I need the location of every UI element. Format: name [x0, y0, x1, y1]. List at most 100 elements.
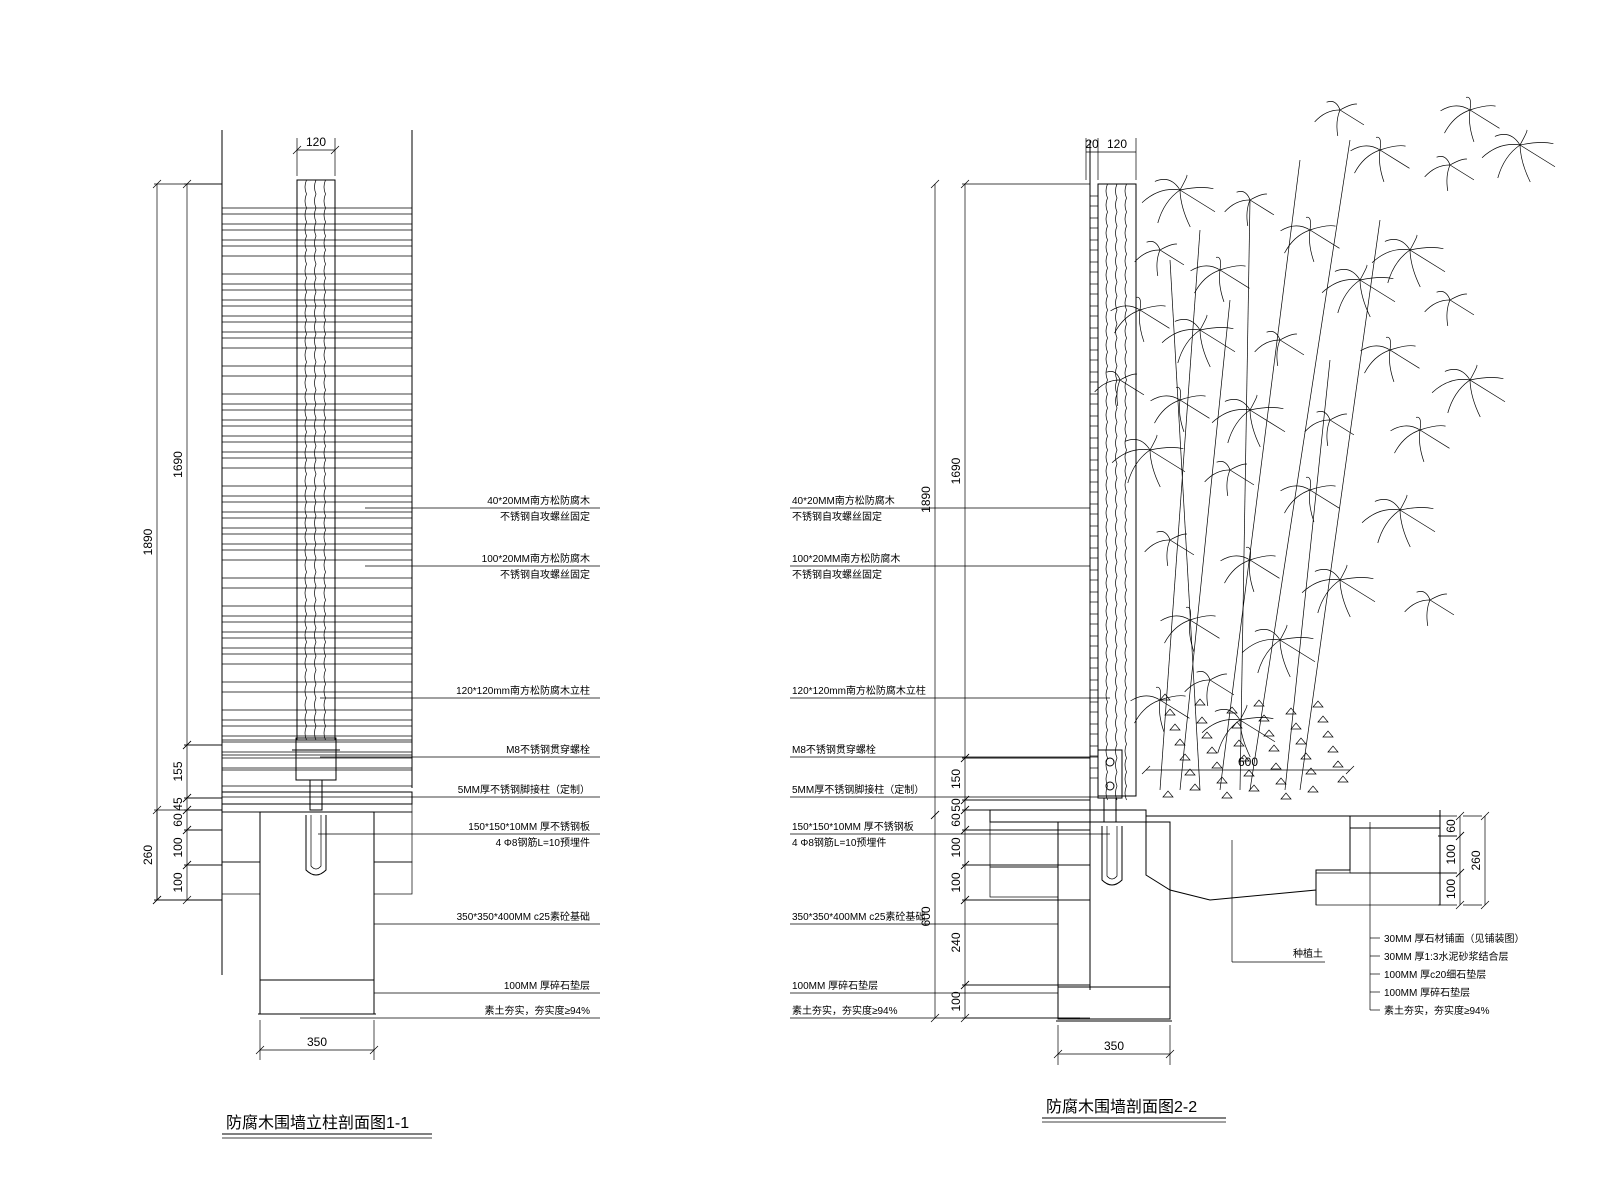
bamboo-stem	[1299, 219, 1381, 791]
callout-label-5: 5MM厚不锈钢脚接柱（定制）	[458, 783, 590, 796]
bamboo-leaf	[1424, 164, 1451, 178]
dim-r60: 60	[1444, 819, 1458, 833]
board-end	[1089, 261, 1099, 273]
bamboo-leaf	[1224, 199, 1251, 213]
bamboo-leaf-cluster	[1130, 686, 1190, 732]
groundcover-leaf	[1206, 746, 1218, 754]
bamboo-leaf	[1389, 349, 1420, 369]
bamboo-leaf	[1211, 409, 1251, 423]
bamboo-leaf	[1114, 309, 1141, 334]
bamboo-leaf	[1469, 364, 1478, 381]
bamboo-leaf	[1339, 579, 1351, 618]
board-end	[1089, 635, 1099, 647]
bamboo-leaf-cluster	[1150, 386, 1210, 432]
dim-260: 260	[141, 845, 155, 865]
bamboo-leaf-cluster	[1184, 671, 1235, 706]
board-end	[1089, 217, 1099, 229]
base-concrete-left	[989, 821, 1059, 868]
section-1-title: 防腐木围墙立柱剖面图1-1	[226, 1114, 409, 1132]
bamboo-leaf	[1249, 409, 1286, 433]
groundcover-leaf	[1275, 777, 1287, 785]
bamboo-leaf-cluster	[1144, 531, 1195, 566]
bamboo-leaf	[1245, 546, 1251, 561]
bamboo-leaf	[1227, 409, 1251, 444]
bamboo-leaf	[1519, 129, 1528, 146]
base-concrete-right	[373, 811, 413, 863]
bamboo-leaf	[1239, 719, 1251, 758]
groundcover-leaf	[1231, 721, 1243, 729]
dim-45: 45	[171, 797, 185, 811]
bamboo-leaf	[1394, 429, 1421, 454]
bamboo-leaf	[1279, 639, 1316, 663]
planting-soil-label: 种植土	[1293, 947, 1323, 960]
embedded-rebar	[305, 815, 327, 876]
bamboo-leaf	[1169, 539, 1195, 556]
groundcover-leaf	[1238, 754, 1250, 762]
board-end	[1089, 305, 1099, 317]
bamboo-leaf-cluster	[1254, 331, 1305, 366]
bamboo-leaf	[1201, 719, 1241, 733]
bamboo-leaf	[1239, 704, 1248, 721]
groundcover-leaf	[1258, 714, 1270, 722]
bamboo-leaf	[1339, 577, 1374, 581]
callout-sublabel-6: 4 Φ8钢筋L=10预埋件	[496, 836, 590, 849]
dim-r260: 260	[1469, 850, 1483, 870]
bamboo-leaf	[1339, 564, 1348, 581]
groundcover-leaf	[1317, 715, 1329, 723]
bamboo-leaf-cluster	[1301, 564, 1376, 618]
bamboo-leaf	[1359, 264, 1368, 281]
bamboo-leaf	[1119, 373, 1138, 381]
bamboo-stem	[1219, 159, 1301, 791]
groundcover-leaf	[1322, 730, 1334, 738]
bamboo-leaf	[1185, 606, 1191, 621]
bamboo-leaf	[1179, 395, 1206, 401]
bamboo-leaf-cluster	[1304, 411, 1355, 446]
bamboo-leaf	[1179, 189, 1191, 228]
bamboo-leaf	[1106, 371, 1121, 381]
callout-label-1: 40*20MM南方松防腐木	[487, 494, 590, 507]
bamboo-leaf	[1426, 599, 1431, 626]
bamboo-leaf	[1204, 469, 1231, 483]
bamboo-stem	[1179, 299, 1231, 791]
bamboo-leaf	[1364, 349, 1391, 374]
embedded-rebar-inner	[310, 815, 322, 870]
bamboo-leaf	[1431, 379, 1471, 393]
bamboo-leaf	[1337, 279, 1361, 314]
bamboo-leaf	[1519, 142, 1554, 146]
callout-label-2: 100*20MM南方松防腐木	[792, 552, 900, 565]
bamboo-leaf	[1371, 249, 1411, 263]
dimension-tick	[1345, 765, 1355, 775]
dim-1890: 1890	[919, 486, 933, 513]
bamboo-leaf	[1219, 269, 1250, 289]
bamboo-leaf	[1339, 579, 1376, 603]
bamboo-leaf	[1219, 265, 1246, 271]
bamboo-leaf	[1469, 109, 1500, 129]
base-concrete-right	[1349, 827, 1441, 874]
dimension-tick	[292, 145, 302, 155]
bamboo-leaf	[1179, 189, 1216, 213]
board-end	[1089, 393, 1099, 405]
bamboo-leaf	[1226, 469, 1231, 496]
bamboo-leaf	[1399, 509, 1411, 548]
bamboo-leaf	[1094, 379, 1121, 393]
concrete-footing	[1057, 821, 1171, 988]
bamboo-leaf	[1161, 329, 1201, 343]
bamboo-leaf	[1206, 679, 1211, 706]
bamboo-leaf	[1339, 109, 1365, 126]
bamboo-leaf	[1224, 399, 1251, 411]
bamboo-leaf	[1280, 485, 1311, 492]
bamboo-leaf	[1334, 269, 1361, 281]
groundcover-leaf	[1337, 775, 1349, 783]
callout-sublabel-2: 不锈钢自攻螺丝固定	[792, 568, 882, 581]
dim-footing-width: 350	[307, 1035, 327, 1049]
steel-connector	[309, 779, 323, 811]
bamboo-leaf	[1436, 156, 1451, 166]
bamboo-leaf	[1215, 256, 1221, 271]
board-end	[1089, 591, 1099, 603]
groundcover-leaf	[1179, 753, 1191, 761]
bamboo-leaf	[1254, 629, 1281, 641]
bamboo-leaf	[1236, 191, 1251, 201]
bamboo-leaf	[1149, 434, 1158, 451]
right-layer-label-3: 100MM 厚c20细石垫层	[1384, 968, 1486, 981]
bamboo-leaf	[1305, 476, 1311, 491]
